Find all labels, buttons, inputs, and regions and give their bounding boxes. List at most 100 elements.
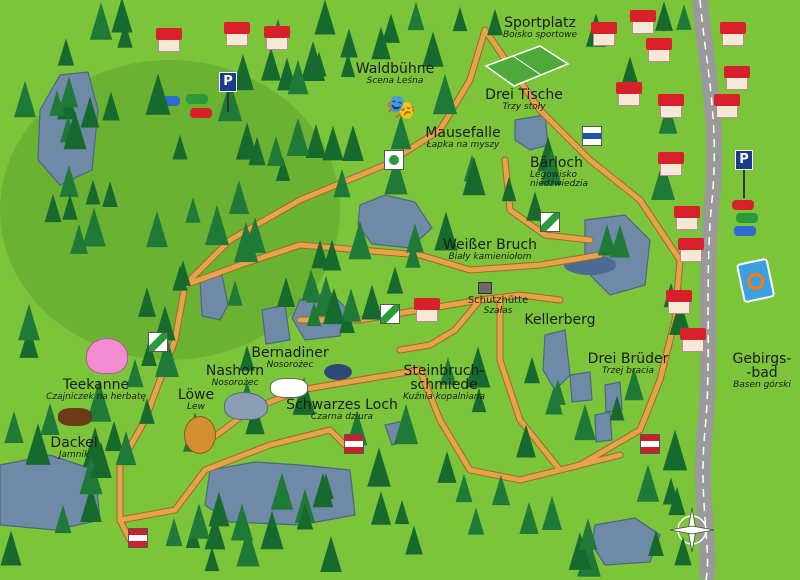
tree-icon: [82, 207, 106, 247]
tree-icon: [287, 59, 309, 95]
tree-icon: [138, 287, 156, 317]
green-stripe-trail-marker-icon: [148, 332, 168, 352]
tree-icon: [59, 165, 79, 197]
tree-icon: [260, 510, 284, 550]
tree-icon: [574, 403, 596, 441]
tree-icon: [90, 442, 112, 478]
tree-icon: [333, 168, 351, 198]
sports-field: [484, 45, 570, 87]
tree-icon: [320, 536, 342, 572]
tree-icon: [296, 502, 314, 530]
tree-icon: [662, 429, 688, 471]
tree-icon: [286, 117, 310, 157]
sign-pole: [743, 168, 745, 198]
tree-icon: [102, 91, 120, 121]
tree-icon: [277, 277, 295, 307]
pond: [324, 364, 352, 380]
tree-icon: [62, 194, 78, 220]
house-icon: [658, 94, 684, 118]
tree-icon: [348, 220, 372, 260]
tree-icon: [314, 0, 336, 35]
tree-icon: [232, 53, 254, 91]
tree-icon: [322, 239, 342, 271]
tree-icon: [648, 529, 664, 557]
tree-icon: [49, 90, 65, 116]
house-icon: [264, 26, 290, 50]
sign-pole: [227, 90, 229, 112]
tree-icon: [526, 191, 544, 221]
road-center-line: [699, 0, 716, 580]
tree-icon: [204, 204, 230, 246]
tree-icon: [154, 305, 176, 341]
tree-icon: [434, 211, 458, 251]
tree-icon: [204, 514, 226, 550]
tree-icon: [306, 301, 322, 327]
tree-icon: [471, 387, 487, 413]
dachshund-icon: [58, 408, 92, 426]
tree-icon: [126, 358, 144, 388]
red-stripe-trail-marker-icon: [128, 528, 148, 548]
rock-formation: [569, 371, 593, 403]
tree-icon: [491, 474, 511, 506]
shelter-hut-icon: [478, 282, 492, 294]
green-dot-trail-marker-icon: [384, 150, 404, 170]
teapot-icon: [86, 338, 128, 374]
tree-icon: [25, 423, 51, 465]
tree-icon: [165, 517, 183, 547]
tree-icon: [322, 125, 344, 161]
rock-formation: [261, 304, 291, 345]
theater-masks-icon: 🎭: [386, 93, 416, 121]
tree-icon: [361, 284, 383, 320]
tree-icon: [228, 180, 250, 214]
house-icon: [414, 298, 440, 322]
tree-icon: [146, 210, 168, 248]
tree-icon: [655, 1, 673, 31]
tree-icon: [636, 464, 660, 502]
swimming-pool-icon: [736, 258, 775, 303]
tree-icon: [342, 125, 364, 161]
green-stripe-trail-marker-icon: [380, 304, 400, 324]
tree-icon: [44, 193, 62, 223]
house-icon: [224, 22, 250, 46]
tree-icon: [624, 367, 644, 401]
tree-icon: [188, 503, 210, 539]
tree-icon: [394, 499, 410, 525]
tree-icon: [14, 80, 36, 118]
tree-icon: [422, 31, 444, 67]
tree-icon: [267, 136, 285, 166]
tree-icon: [540, 149, 562, 185]
tree-icon: [57, 38, 75, 66]
tree-icon: [462, 156, 486, 196]
house-icon: [724, 66, 750, 90]
house-icon: [720, 22, 746, 46]
tree-icon: [323, 287, 345, 325]
house-icon: [646, 38, 672, 62]
tree-icon: [172, 134, 188, 160]
tree-icon: [305, 124, 327, 158]
tree-icon: [487, 8, 503, 36]
house-icon: [714, 94, 740, 118]
house-icon: [680, 328, 706, 352]
tree-icon: [340, 28, 358, 58]
house-icon: [674, 206, 700, 230]
blue-stripe-trail-marker-icon: [582, 126, 602, 146]
house-icon: [630, 10, 656, 34]
tree-icon: [452, 6, 468, 32]
house-icon: [666, 290, 692, 314]
tree-icon: [185, 197, 201, 223]
rock-formation: [199, 274, 229, 321]
tree-icon: [386, 266, 404, 294]
tree-icon: [89, 2, 113, 40]
